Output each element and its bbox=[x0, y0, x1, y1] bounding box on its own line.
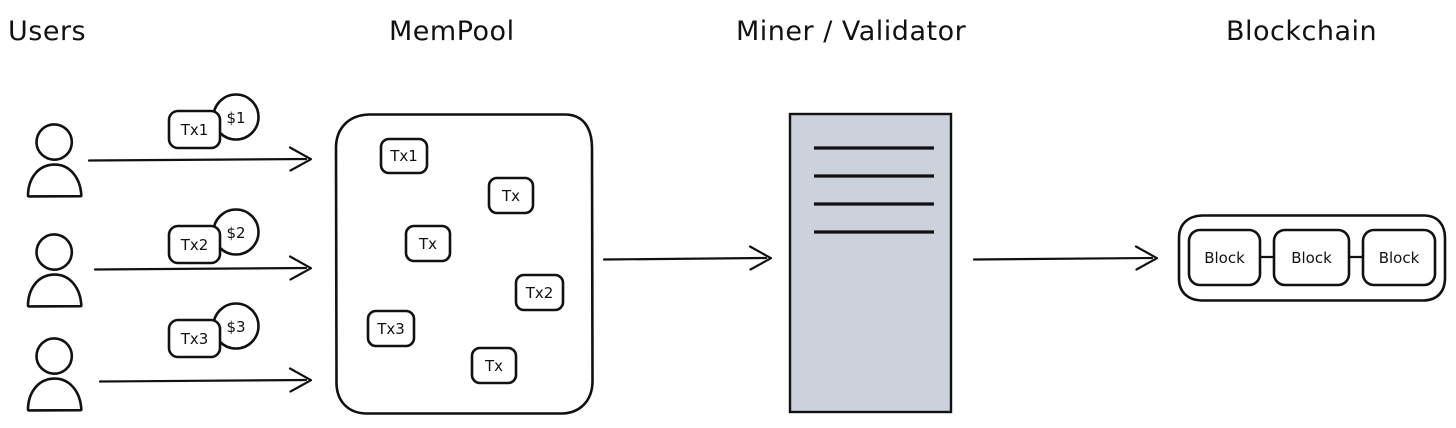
user-1-tx-chip bbox=[167, 109, 222, 150]
user-3-fee-label: $3 bbox=[226, 318, 245, 336]
user-1-group: $1 Tx1 bbox=[26, 93, 313, 198]
mempool-tx-4-label: Tx2 bbox=[525, 284, 554, 302]
user-2-tx-label: Tx2 bbox=[180, 236, 209, 254]
user-1-tx-label: Tx1 bbox=[180, 121, 209, 139]
title-miner: Miner / Validator bbox=[736, 16, 967, 47]
mempool-tx-6-label: Tx bbox=[484, 357, 503, 375]
user-1-tx-chip-bg bbox=[169, 111, 220, 148]
user-2-tx-chip-bg bbox=[169, 226, 220, 263]
user-1-avatar-icon bbox=[26, 123, 83, 198]
arrow-miner-to-blockchain bbox=[972, 245, 1159, 271]
user-3-tx-label: Tx3 bbox=[180, 330, 209, 348]
user-2-fee-label: $2 bbox=[226, 224, 245, 242]
user-3-group: $3 Tx3 bbox=[26, 302, 313, 412]
block-2-label: Block bbox=[1291, 249, 1332, 267]
mempool-tx-5: Tx3 bbox=[366, 309, 416, 348]
mempool-tx-2: Tx bbox=[487, 176, 535, 215]
blockchain-container: Block Block Block bbox=[1177, 214, 1447, 302]
block-1-label: Block bbox=[1204, 249, 1245, 267]
user-2-fee-circle-bg bbox=[213, 209, 259, 255]
mempool-tx-5-label: Tx3 bbox=[376, 320, 405, 338]
block-1: Block bbox=[1187, 228, 1262, 287]
mempool-tx-3-label: Tx bbox=[418, 235, 437, 253]
user-3-arrow bbox=[98, 367, 313, 393]
block-3: Block bbox=[1361, 228, 1437, 287]
mempool-tx-1: Tx1 bbox=[379, 137, 429, 175]
user-2-arrow bbox=[93, 255, 313, 281]
user-1-fee-label: $1 bbox=[226, 109, 245, 127]
block-2: Block bbox=[1272, 228, 1351, 287]
user-2-tx-chip bbox=[167, 224, 222, 265]
miner-body bbox=[788, 112, 953, 414]
user-1-arrow bbox=[87, 146, 313, 172]
user-2-avatar-icon bbox=[26, 233, 83, 308]
user-2-group: $2 Tx2 bbox=[26, 208, 313, 308]
user-1-fee-circle-bg bbox=[213, 94, 259, 140]
mempool-tx-6: Tx bbox=[470, 346, 518, 385]
user-3-avatar-icon bbox=[26, 337, 83, 412]
title-blockchain: Blockchain bbox=[1226, 16, 1377, 47]
user-3-fee-circle-bg bbox=[213, 303, 259, 349]
block-3-label: Block bbox=[1379, 249, 1420, 267]
user-3-tx-chip bbox=[167, 318, 222, 359]
arrow-mempool-to-miner bbox=[602, 245, 773, 271]
user-3-tx-chip-bg bbox=[169, 320, 220, 357]
miner-validator-node bbox=[788, 112, 953, 414]
mempool-container bbox=[334, 113, 594, 415]
mempool-tx-4: Tx2 bbox=[514, 273, 565, 312]
mempool-tx-1-label: Tx1 bbox=[389, 147, 418, 165]
mempool-tx-2-label: Tx bbox=[501, 187, 520, 205]
mempool-tx-3: Tx bbox=[404, 224, 452, 263]
title-users: Users bbox=[8, 16, 86, 47]
title-mempool: MemPool bbox=[389, 16, 515, 47]
